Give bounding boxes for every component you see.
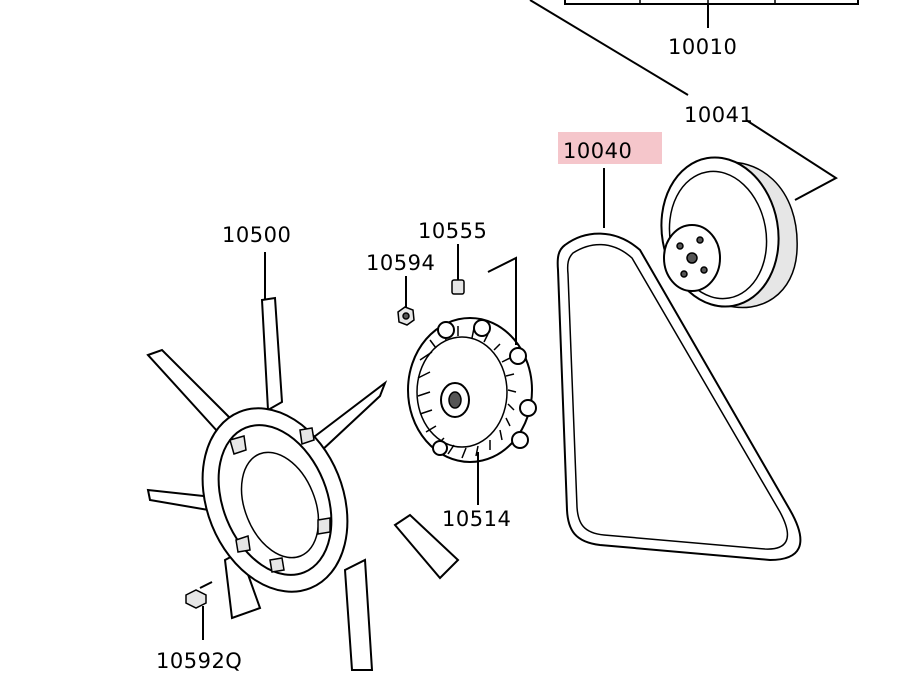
nut-10555-icon — [451, 244, 465, 295]
part-label-10041[interactable]: 10041 — [684, 103, 753, 127]
part-label-10594[interactable]: 10594 — [366, 251, 435, 275]
part-label-10010[interactable]: 10010 — [668, 35, 737, 59]
engine-housing-part — [564, 0, 859, 28]
bolt-10592q-icon — [185, 581, 213, 640]
part-label-10592q[interactable]: 10592Q — [156, 649, 242, 673]
leader-line-10041-long — [529, 0, 689, 96]
part-label-10555[interactable]: 10555 — [418, 219, 487, 243]
cooling-fan-icon — [146, 296, 460, 671]
part-label-10500[interactable]: 10500 — [222, 223, 291, 247]
drive-belt-icon — [556, 232, 802, 562]
part-label-10514[interactable]: 10514 — [442, 507, 511, 531]
nut-10594-icon — [397, 276, 415, 326]
highlight-10040 — [558, 132, 662, 164]
part-label-10040[interactable]: 10040 — [563, 139, 632, 163]
water-pump-pulley-icon — [660, 156, 798, 309]
fan-clutch-icon — [407, 317, 537, 463]
leader-line-10041 — [745, 119, 838, 201]
leader-line-10555-bracket — [487, 256, 517, 345]
